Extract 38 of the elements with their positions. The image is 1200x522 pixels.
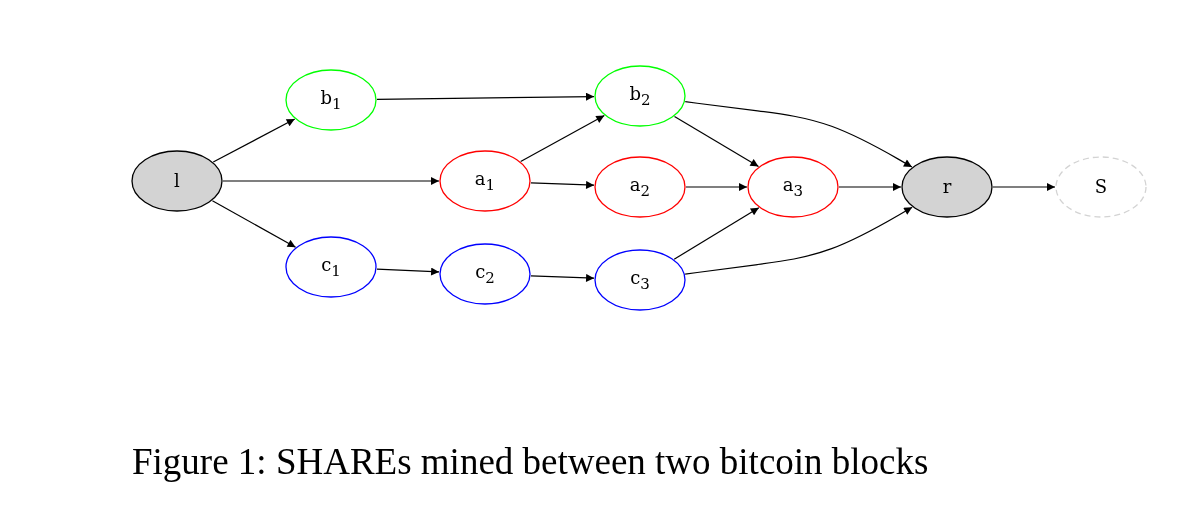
node-label: c$_{1}$ — [321, 255, 341, 279]
ellipse-node — [594, 65, 686, 127]
node-label: c$_{2}$ — [475, 262, 495, 286]
arrow — [376, 92, 595, 101]
ellipse-node — [594, 156, 686, 218]
node-label: a$_{2}$ — [629, 175, 651, 199]
node-label: b$_{2}$ — [629, 84, 651, 108]
dashed-ellipse — [1055, 156, 1147, 218]
ellipse-node — [439, 243, 531, 305]
ellipse-node — [285, 236, 377, 298]
arrow — [673, 115, 760, 168]
ellipse-node — [439, 150, 531, 212]
figure-caption: Figure 1: SHAREs mined between two bitcoin blocks — [132, 441, 929, 482]
arrow — [222, 177, 440, 185]
arrow — [530, 180, 595, 189]
ellipse-node — [594, 249, 686, 311]
arrow — [684, 206, 913, 275]
arrow — [684, 101, 913, 168]
node-label: a$_{1}$ — [474, 169, 496, 193]
node-label: a$_{3}$ — [782, 175, 804, 199]
arrow — [376, 267, 440, 276]
arrow — [212, 118, 296, 163]
ellipse-node — [901, 156, 993, 218]
arrow — [673, 207, 760, 260]
node-label: c$_{3}$ — [630, 268, 650, 292]
node-label: S — [1094, 178, 1108, 196]
node-label: r — [942, 178, 952, 196]
ellipse-node — [747, 156, 839, 218]
arrow — [992, 183, 1056, 191]
arrow — [520, 114, 605, 163]
ellipse-node — [285, 69, 377, 131]
arrow — [838, 183, 902, 191]
node-label: b$_{1}$ — [320, 88, 342, 112]
node-label: l — [174, 172, 180, 190]
arrow — [211, 200, 297, 248]
ellipse-node — [131, 150, 223, 212]
arrow — [530, 273, 595, 282]
arrow — [685, 183, 748, 191]
